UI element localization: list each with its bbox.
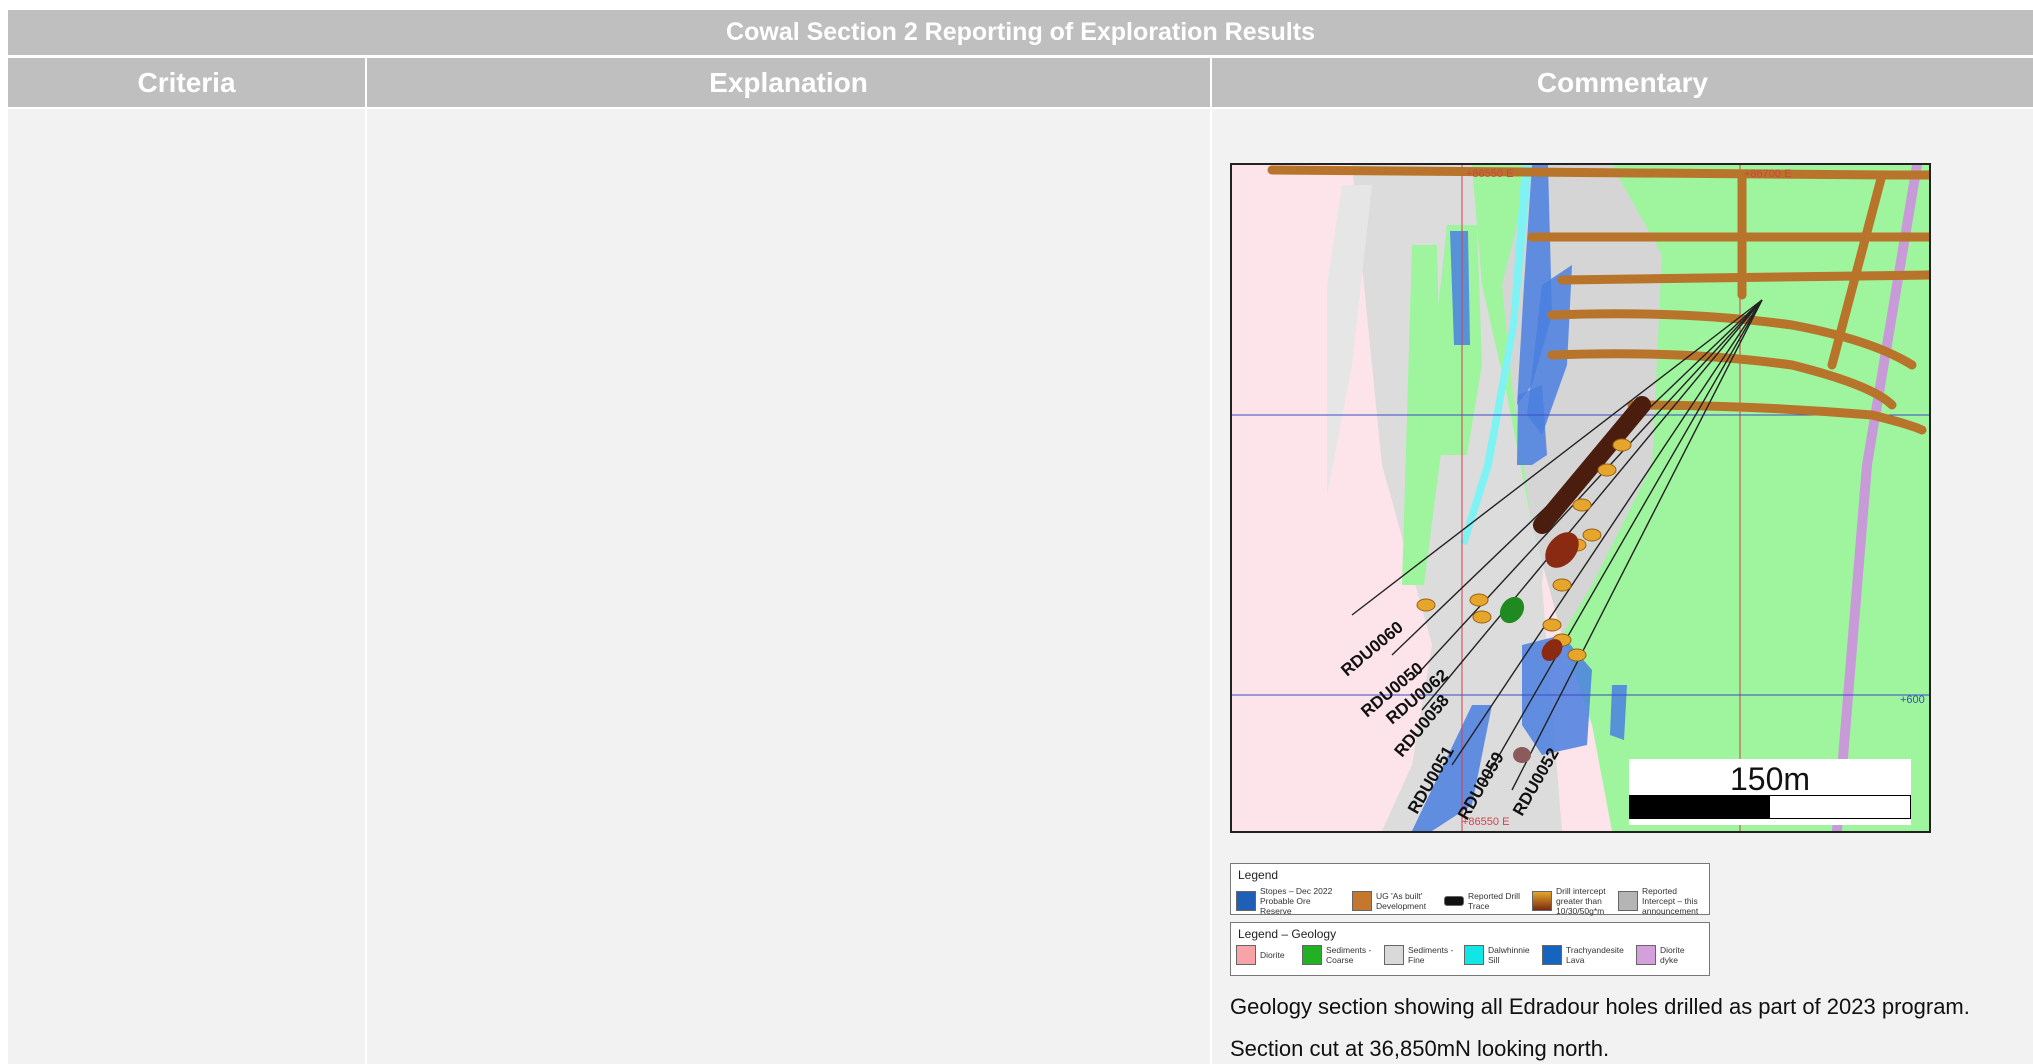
grid-label-top-right: +86700 E — [1744, 168, 1791, 180]
legend-item-diorite: Diorite — [1236, 945, 1294, 965]
legend-swatch — [1236, 945, 1256, 965]
legend-item-stopes: Stopes – Dec 2022 Probable Ore Reserve — [1236, 886, 1344, 916]
header-criteria: Criteria — [8, 58, 365, 107]
dalwhinnie-sill — [1460, 165, 1532, 545]
legend-title: Legend — [1238, 868, 1279, 882]
legend-swatch — [1618, 891, 1638, 911]
legend-item-reported-intercept: Reported Intercept – this announcement — [1618, 886, 1698, 916]
scale-bar: 150m — [1629, 759, 1911, 825]
stopes — [1412, 165, 1627, 831]
geology-section-drawing: +86550 E +86700 E +86550 E +600 RDU0060 … — [1232, 165, 1929, 831]
drill-hole-label: RDU0060 — [1337, 618, 1406, 681]
legend-item-sediments-fine: Sediments - Fine — [1384, 945, 1456, 965]
legend-item-label: Stopes – Dec 2022 Probable Ore Reserve — [1260, 886, 1333, 916]
legend-swatch — [1444, 896, 1464, 906]
legend-item-label: Drill intercept greater than 10/30/50g*m — [1556, 886, 1606, 916]
legend-item-label: Dalwhinnie Sill — [1488, 945, 1530, 965]
grid-label-bottom: +86550 E — [1462, 816, 1509, 828]
legend-title: Legend – Geology — [1238, 927, 1337, 941]
legend-swatch — [1302, 945, 1322, 965]
legend-item-drill-intercept: Drill intercept greater than 10/30/50g*m — [1532, 886, 1610, 916]
commentary-cell: +86550 E +86700 E +86550 E +600 RDU0060 … — [1212, 109, 2033, 1064]
geology-section-figure: +86550 E +86700 E +86550 E +600 RDU0060 … — [1230, 163, 1931, 833]
scale-label: 150m — [1729, 761, 1811, 797]
legend-item-trachyandesite: Trachyandesite Lava — [1542, 945, 1628, 965]
legend-item-sediments-coarse: Sediments - Coarse — [1302, 945, 1376, 965]
legend-item-label: Reported Drill Trace — [1468, 891, 1520, 911]
legend-item-label: Reported Intercept – this announcement — [1642, 886, 1699, 916]
grid-label-top-left: +86550 E — [1466, 168, 1513, 180]
legend-item-diorite-dyke: Diorite dyke — [1636, 945, 1694, 965]
legend-swatch — [1352, 891, 1372, 911]
legend-swatch — [1384, 945, 1404, 965]
legend-drilling: Legend Stopes – Dec 2022 Probable Ore Re… — [1230, 863, 1710, 916]
legend-item-development: UG 'As built' Development — [1352, 891, 1436, 911]
criteria-cell — [8, 109, 365, 1064]
legend-swatch — [1542, 945, 1562, 965]
legend-swatch — [1236, 891, 1256, 911]
legend-item-label: UG 'As built' Development — [1376, 891, 1427, 911]
legend-item-label: Sediments - Coarse — [1326, 945, 1372, 965]
legend-swatch — [1532, 891, 1552, 911]
figure-caption: Geology section showing all Edradour hol… — [1230, 994, 1970, 1019]
reported-intercept-cylinders — [1513, 532, 1579, 763]
legend-item-label: Diorite dyke — [1660, 945, 1685, 965]
legend-geology: Legend – Geology Diorite Sediments - Coa… — [1230, 922, 1710, 976]
ug-development — [1267, 165, 1929, 435]
sediments-coarse-intercept — [1499, 596, 1525, 624]
reporting-table: Cowal Section 2 Reporting of Exploration… — [8, 10, 2033, 1064]
legend-item-dalwhinnie-sill: Dalwhinnie Sill — [1464, 945, 1534, 965]
reported-intercept — [1533, 396, 1651, 534]
grid-label-elevation: +600 — [1900, 694, 1925, 706]
sediments-fine-zone — [1327, 185, 1372, 495]
figure-caption-section: Section cut at 36,850mN looking north. — [1230, 1036, 1610, 1061]
legend-swatch — [1464, 945, 1484, 965]
header-explanation: Explanation — [367, 58, 1210, 107]
scale-bar-graphic — [1629, 795, 1911, 819]
legend-item-label: Trachyandesite Lava — [1566, 945, 1624, 965]
legend-item-label: Sediments - Fine — [1408, 945, 1454, 965]
legend-swatch — [1636, 945, 1656, 965]
diorite-dyke — [1832, 165, 1922, 831]
legend-item-drill-trace: Reported Drill Trace — [1444, 891, 1524, 911]
explanation-cell — [367, 109, 1210, 1064]
table-title: Cowal Section 2 Reporting of Exploration… — [8, 10, 2033, 55]
legend-item-label: Diorite — [1260, 950, 1285, 960]
header-commentary: Commentary — [1212, 58, 2033, 107]
